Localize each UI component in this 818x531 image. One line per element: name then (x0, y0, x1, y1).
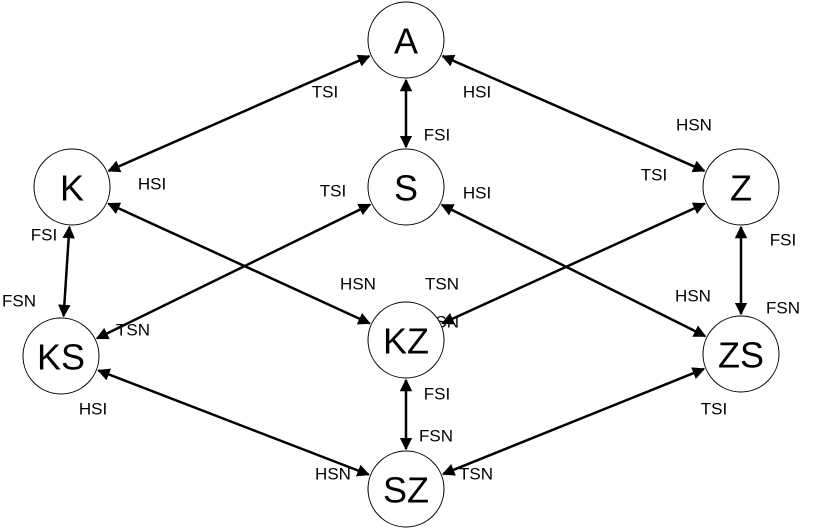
node-label: KZ (383, 321, 429, 362)
node-label: Z (730, 168, 752, 209)
node-circle (367, 1, 445, 79)
edge-label-z-kz-from: TSI (641, 166, 667, 185)
edge-labels-layer: TSI TSN FSI FSN HSI HSN FSI FSN HSI HSN TSI TSN HSI H… (2, 83, 800, 484)
node-label: A (394, 21, 418, 62)
edge-k-kz (107, 202, 371, 325)
edge-label-z-kz-to: TSN (425, 275, 459, 294)
node-a: A (367, 1, 445, 79)
node-circle (22, 317, 100, 395)
node-circle (702, 315, 780, 393)
node-label: K (60, 168, 84, 209)
edge-s-zs (440, 203, 707, 338)
node-kz: KZ (367, 301, 445, 379)
node-label: SZ (383, 470, 429, 511)
edges-layer (58, 54, 748, 477)
edge-label-s-zs-from: HSI (463, 184, 491, 203)
edge-label-z-zs-to: FSN (766, 299, 800, 318)
edge-label-s-ks-to: TSN (116, 321, 150, 340)
edge-z-kz (441, 202, 706, 325)
edge-label-k-ks-to: FSN (2, 292, 36, 311)
edge-zs-sz (441, 367, 706, 476)
node-circle (367, 301, 445, 379)
edge-a-z (441, 54, 706, 173)
edge-label-s-zs-to: HSN (675, 287, 711, 306)
edge-label-zs-sz-from: TSI (701, 400, 727, 419)
node-zs: ZS (702, 315, 780, 393)
node-label: S (394, 168, 418, 209)
edge-label-kz-sz-from: FSI (424, 385, 450, 404)
edge-k-ks (58, 225, 75, 318)
edge-s-ks (95, 203, 372, 340)
edge-label-a-k-from: TSI (312, 83, 338, 102)
edge-label-k-kz-from: HSI (138, 175, 166, 194)
edge-label-ks-sz-to: HSN (315, 465, 351, 484)
node-circle (702, 148, 780, 226)
edge-label-z-zs-from: FSI (770, 231, 796, 250)
edge-label-s-ks-from: TSI (320, 182, 346, 201)
node-circle (367, 450, 445, 528)
node-circle (33, 148, 111, 226)
edge-ks-sz (97, 368, 370, 477)
edge-label-a-z-to: HSN (676, 116, 712, 135)
edge-label-zs-sz-to: TSN (459, 465, 493, 484)
edge-label-a-s-from: FSI (424, 126, 450, 145)
node-label: KS (37, 337, 85, 378)
edge-label-a-z-from: HSI (463, 83, 491, 102)
node-label: ZS (718, 335, 764, 376)
edge-label-k-ks-from: FSI (31, 226, 57, 245)
node-ks: KS (22, 317, 100, 395)
node-z: Z (702, 148, 780, 226)
node-k: K (33, 148, 111, 226)
edge-label-k-kz-to: HSN (340, 275, 376, 294)
edge-a-k (107, 54, 371, 173)
node-circle (367, 148, 445, 226)
node-sz: SZ (367, 450, 445, 528)
node-s: S (367, 148, 445, 226)
edge-label-kz-sz-to: FSN (419, 427, 453, 446)
edge-label-ks-sz-from: HSI (79, 400, 107, 419)
